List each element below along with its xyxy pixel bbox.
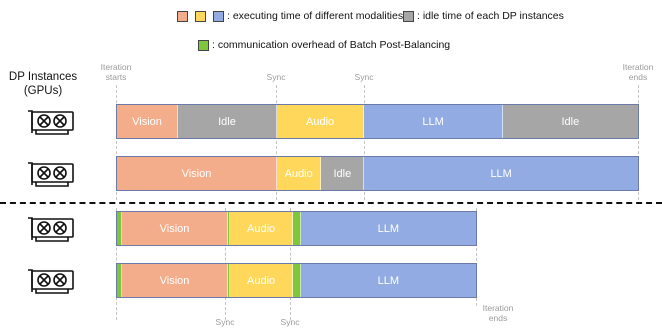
gpu-icon: [28, 162, 74, 187]
idle-segment: Idle: [502, 105, 638, 138]
section-divider: [0, 202, 662, 204]
vision-segment: Vision: [122, 212, 228, 245]
idle-segment: Idle: [321, 157, 365, 190]
llm-segment: LLM: [364, 105, 503, 138]
legend-swatch-llm: [213, 11, 224, 22]
legend-idle-text: : idle time of each DP instances: [417, 10, 564, 22]
comm-overhead-segment: [117, 264, 123, 297]
bottom-marker-sync-1: Sync: [215, 317, 235, 327]
comm-overhead-segment: [117, 212, 123, 245]
dp-title-line2: (GPUs): [23, 85, 63, 97]
audio-segment: Audio: [229, 212, 294, 245]
legend-swatch-comm: [198, 40, 209, 51]
gpu-icon: [28, 269, 74, 294]
top-marker-sync-2: Sync: [354, 72, 374, 82]
top-start-line: [116, 85, 117, 200]
bottom-marker-sync-2: Sync: [280, 317, 300, 327]
legend-swatch-audio: [195, 11, 206, 22]
audio-segment: Audio: [229, 264, 294, 297]
comm-overhead-segment: [227, 264, 230, 297]
legend-comm-text: : communication overhead of Batch Post-B…: [212, 39, 451, 51]
top-end-line: [638, 85, 639, 200]
vision-segment: Vision: [117, 105, 178, 138]
top-marker-sync-1: Sync: [266, 72, 286, 82]
gpu-icon: [28, 217, 74, 242]
gpu-icon: [28, 110, 74, 135]
audio-segment: Audio: [276, 157, 322, 190]
comm-overhead-segment: [227, 212, 230, 245]
llm-segment: LLM: [364, 157, 638, 190]
vision-segment: Vision: [122, 264, 228, 297]
dp-title-line1: DP Instances: [8, 71, 78, 83]
vision-segment: Vision: [117, 157, 277, 190]
audio-segment: Audio: [276, 105, 365, 138]
llm-segment: LLM: [300, 212, 476, 245]
comm-overhead-segment: [293, 212, 301, 245]
bottom-end-line: [476, 208, 477, 306]
legend-swatch-idle: [403, 11, 414, 22]
comm-overhead-segment: [293, 264, 301, 297]
legend-swatch-vision: [177, 11, 188, 22]
top-sync1-line: [276, 85, 277, 200]
legend-modality-text: : executing time of different modalities: [227, 10, 404, 22]
idle-segment: Idle: [178, 105, 277, 138]
top-sync2-line: [364, 85, 365, 200]
dp-instances-title: DP Instances (GPUs): [2, 70, 84, 98]
llm-segment: LLM: [300, 264, 476, 297]
